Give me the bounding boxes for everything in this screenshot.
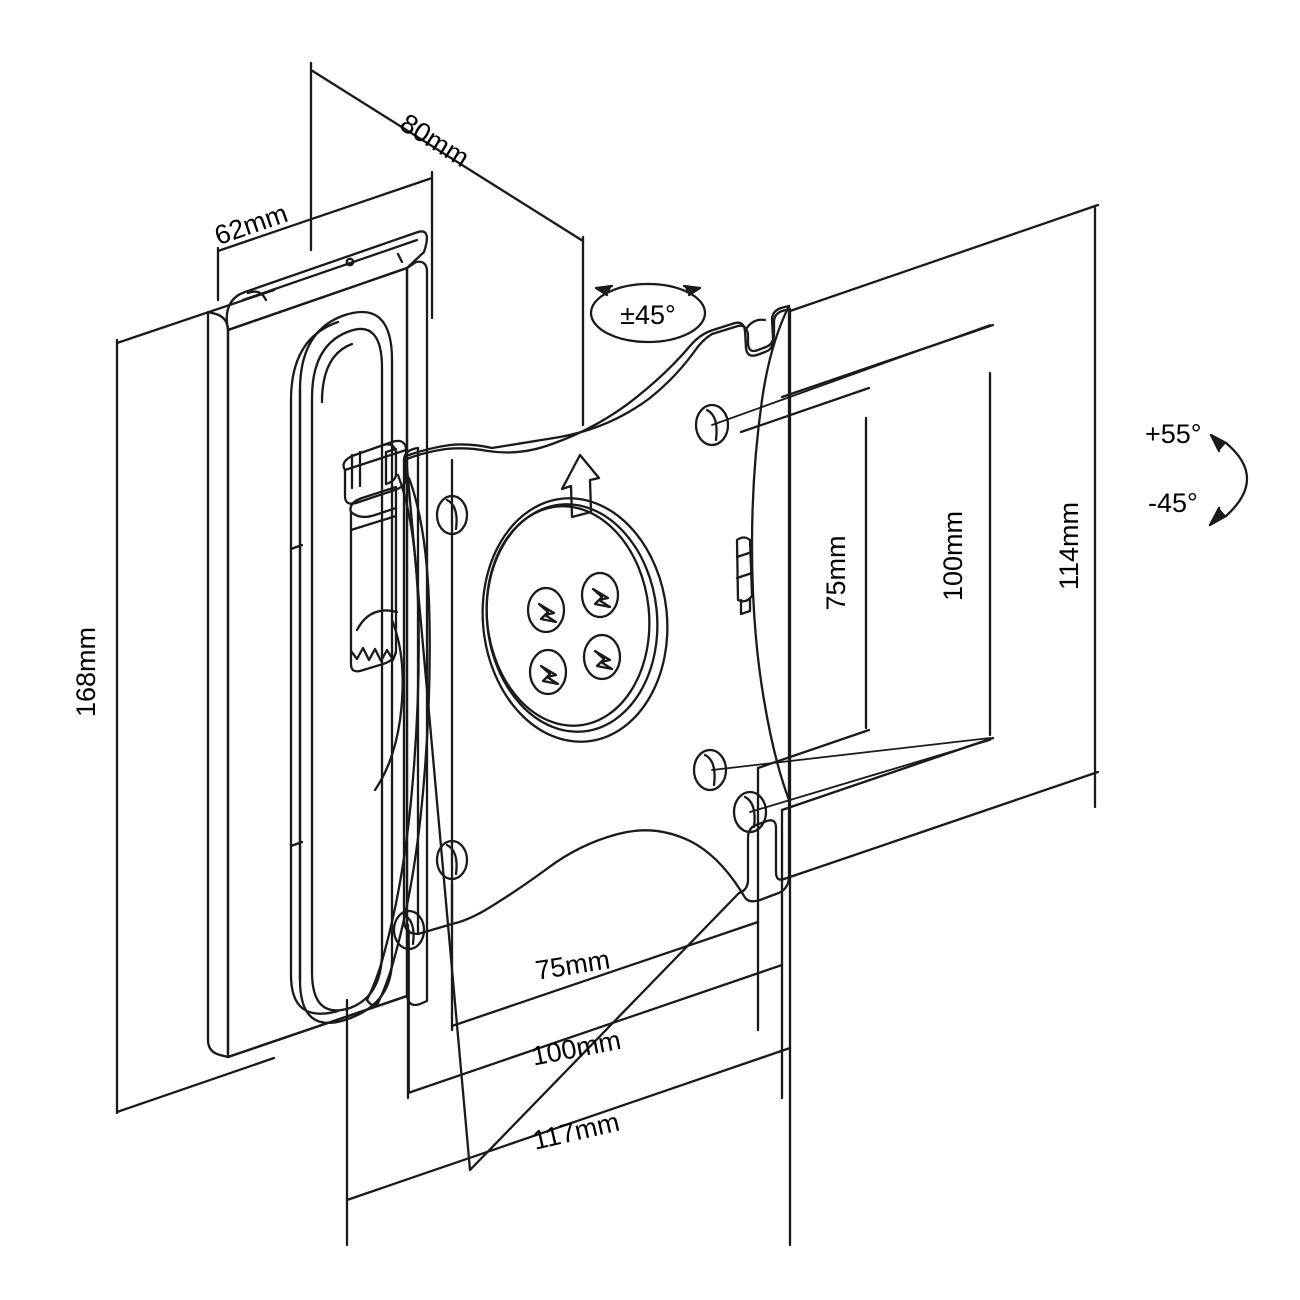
label-117mm: 117mm — [530, 1107, 623, 1156]
label-tilt-up-angle: +55° — [1145, 419, 1202, 449]
vesa-hub-disc — [481, 497, 669, 743]
hole-leader-lines — [408, 324, 991, 1094]
vesa-screw-group — [526, 571, 622, 696]
label-80mm: 80mm — [395, 108, 475, 173]
dim-80mm-group — [309, 61, 585, 427]
wall-plate — [206, 230, 429, 1059]
label-114mm: 114mm — [1054, 502, 1084, 590]
screw-top-left — [526, 586, 566, 634]
tilt-hinge-assembly — [342, 439, 431, 1007]
label-100mm-vertical: 100mm — [938, 511, 968, 601]
label-75mm-horizontal: 75mm — [533, 944, 612, 985]
label-75mm-vertical: 75mm — [821, 535, 851, 610]
up-arrow-icon — [560, 453, 601, 519]
screw-top-right — [580, 571, 620, 619]
swivel-rotation-icon — [589, 282, 707, 344]
hole-bottom-right-upper — [692, 748, 728, 792]
label-100mm-horizontal: 100mm — [529, 1025, 623, 1072]
label-swivel-angle: ±45° — [620, 300, 676, 330]
label-168mm: 168mm — [71, 627, 101, 717]
tilt-rotation-icon — [1208, 433, 1249, 527]
screw-bottom-left — [528, 648, 568, 696]
dim-114mm-vertical-group — [788, 203, 1100, 879]
label-tilt-down-angle: -45° — [1148, 488, 1198, 518]
dim-62mm-group — [216, 170, 434, 320]
label-62mm: 62mm — [211, 198, 292, 251]
hole-bottom-right-lower — [732, 790, 768, 834]
dim-117mm-horizontal-group — [345, 875, 792, 1247]
screw-bottom-right — [582, 633, 622, 681]
mounting-holes — [392, 403, 768, 951]
dim-168mm-group — [115, 288, 276, 1115]
vesa-plate-shape — [402, 304, 791, 936]
dim-75mm-horizontal-group — [450, 766, 760, 1032]
hole-top-right — [694, 403, 730, 447]
